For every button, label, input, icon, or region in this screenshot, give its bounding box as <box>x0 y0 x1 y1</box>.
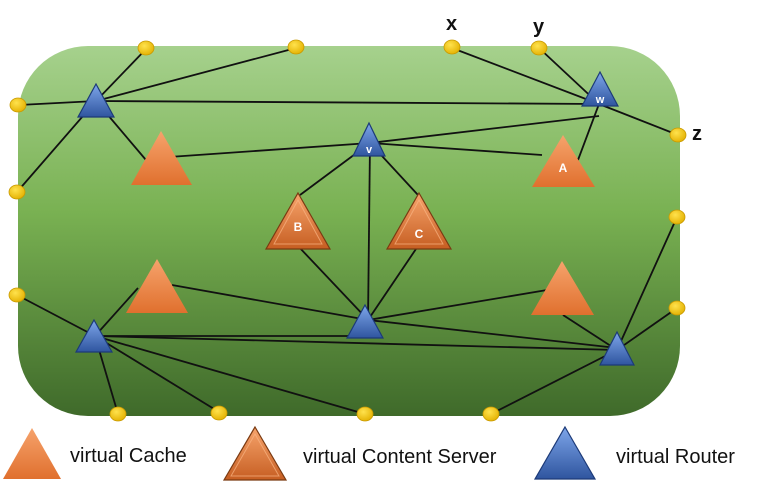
virtual-content-servers <box>264 191 453 250</box>
virtual-routers <box>74 70 635 366</box>
endpoint-y <box>530 40 548 56</box>
content-server-b <box>264 191 332 250</box>
endpoint-z <box>669 127 687 143</box>
network-region <box>18 46 680 416</box>
endpoint <box>356 406 374 422</box>
cache-node-a <box>532 135 595 187</box>
endpoint <box>482 406 500 422</box>
endpoint <box>668 300 686 316</box>
legend-cache-label: virtual Cache <box>70 445 187 467</box>
cache-node <box>126 259 188 313</box>
endpoint <box>109 406 127 422</box>
label-w: w <box>595 94 605 106</box>
endpoint <box>8 184 26 200</box>
endpoint <box>137 40 155 56</box>
legend-router-label: virtual Router <box>616 446 735 468</box>
endpoints <box>8 39 687 422</box>
legend-router-icon <box>533 425 597 480</box>
endpoint <box>287 39 305 55</box>
legend-content-server-label: virtual Content Server <box>303 446 497 468</box>
endpoint <box>210 405 228 421</box>
label-y: y <box>533 16 545 38</box>
legend-cache-icon <box>3 428 61 479</box>
legend-content-server-icon <box>222 425 288 481</box>
content-server-c <box>385 191 453 250</box>
label-v: v <box>366 144 373 156</box>
router-v <box>352 121 386 157</box>
router-node <box>76 82 116 118</box>
label-z: z <box>692 123 702 145</box>
label-c: C <box>415 227 424 241</box>
endpoint-x <box>443 39 461 55</box>
router-node <box>345 303 385 339</box>
cache-node <box>531 261 594 315</box>
router-node <box>599 330 635 366</box>
cache-node <box>131 131 192 185</box>
label-x: x <box>446 13 457 35</box>
endpoint <box>668 209 686 225</box>
router-w <box>581 70 619 107</box>
label-a: A <box>559 161 568 175</box>
links <box>16 47 679 415</box>
endpoint <box>9 97 27 113</box>
endpoint <box>8 287 26 303</box>
label-b: B <box>294 220 303 234</box>
router-node <box>74 318 114 353</box>
virtual-caches <box>126 131 595 315</box>
